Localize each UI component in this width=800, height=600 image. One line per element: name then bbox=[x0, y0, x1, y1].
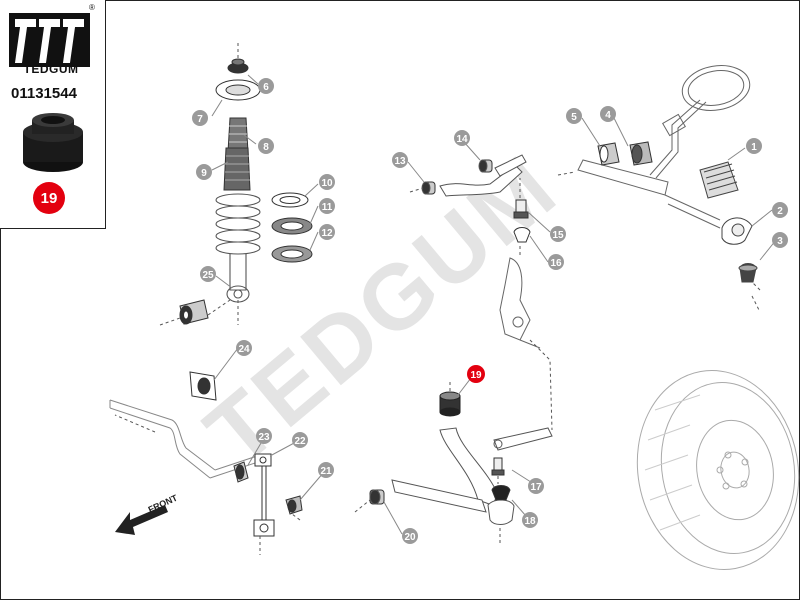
svg-text:8: 8 bbox=[263, 142, 269, 153]
callout-markers: 6 7 8 9 10 11 12 25 13 14 15 16 5 4 1 2 … bbox=[192, 78, 788, 544]
tedgum-logo-icon bbox=[9, 13, 90, 67]
strut-bearings bbox=[271, 192, 313, 263]
callout-11: 11 bbox=[319, 198, 335, 214]
registered-mark: ® bbox=[89, 3, 95, 12]
part-number: 01131544 bbox=[11, 85, 77, 102]
bushing-product-image bbox=[23, 113, 83, 172]
position-badge: 19 bbox=[33, 182, 65, 214]
svg-text:11: 11 bbox=[322, 202, 333, 213]
part-info-panel: ® TEDGUM 01131544 19 bbox=[0, 0, 106, 229]
callout-14: 14 bbox=[454, 130, 470, 146]
callout-19-highlight: 19 bbox=[467, 365, 485, 383]
svg-text:7: 7 bbox=[197, 114, 203, 125]
svg-text:2: 2 bbox=[777, 206, 783, 217]
upper-ball-joint bbox=[513, 199, 531, 243]
callout-4: 4 bbox=[600, 106, 616, 122]
strut-bushing-25 bbox=[179, 299, 209, 325]
svg-text:23: 23 bbox=[258, 432, 270, 443]
svg-text:21: 21 bbox=[320, 466, 332, 477]
svg-text:12: 12 bbox=[321, 228, 333, 239]
callout-18: 18 bbox=[522, 512, 538, 528]
callout-5: 5 bbox=[566, 108, 582, 124]
callout-10: 10 bbox=[319, 174, 335, 190]
svg-text:24: 24 bbox=[238, 344, 250, 355]
svg-text:3: 3 bbox=[777, 236, 783, 247]
callout-9: 9 bbox=[196, 164, 212, 180]
sway-bar-bushings bbox=[597, 141, 653, 166]
svg-text:17: 17 bbox=[530, 482, 542, 493]
svg-text:10: 10 bbox=[321, 178, 333, 189]
lower-ball-joint bbox=[491, 457, 511, 501]
part-19-bushing bbox=[439, 391, 461, 417]
steering-knuckle bbox=[499, 257, 541, 349]
brand-name: TEDGUM bbox=[23, 62, 79, 76]
callout-leaders bbox=[211, 74, 777, 535]
callout-7: 7 bbox=[192, 110, 208, 126]
svg-text:18: 18 bbox=[524, 516, 536, 527]
upper-control-arm bbox=[421, 154, 527, 197]
coil-spring bbox=[215, 193, 261, 303]
leader-lines bbox=[114, 40, 761, 555]
callout-16: 16 bbox=[548, 254, 564, 270]
drop-link bbox=[233, 453, 303, 537]
svg-text:13: 13 bbox=[394, 156, 406, 167]
svg-text:4: 4 bbox=[605, 110, 611, 121]
svg-text:14: 14 bbox=[456, 134, 468, 145]
svg-text:20: 20 bbox=[404, 532, 416, 543]
callout-8: 8 bbox=[258, 138, 274, 154]
svg-text:15: 15 bbox=[552, 230, 564, 241]
svg-text:1: 1 bbox=[751, 142, 757, 153]
callout-20: 20 bbox=[402, 528, 418, 544]
lower-control-arm bbox=[369, 427, 553, 525]
callout-21: 21 bbox=[318, 462, 334, 478]
tie-rod-parts bbox=[699, 161, 758, 283]
steering-column bbox=[577, 65, 751, 229]
svg-text:16: 16 bbox=[550, 258, 562, 269]
svg-text:5: 5 bbox=[571, 112, 577, 123]
callout-17: 17 bbox=[528, 478, 544, 494]
front-arrow: FRONT bbox=[115, 492, 179, 535]
svg-text:19: 19 bbox=[470, 370, 482, 381]
sway-bar-mount-24 bbox=[189, 371, 217, 401]
svg-text:6: 6 bbox=[263, 82, 269, 93]
callout-12: 12 bbox=[319, 224, 335, 240]
callout-15: 15 bbox=[550, 226, 566, 242]
strut-top-mount bbox=[215, 58, 261, 191]
callout-1: 1 bbox=[746, 138, 762, 154]
svg-text:9: 9 bbox=[201, 168, 207, 179]
svg-text:22: 22 bbox=[294, 436, 306, 447]
callout-23: 23 bbox=[256, 428, 272, 444]
callout-3: 3 bbox=[772, 232, 788, 248]
callout-13: 13 bbox=[392, 152, 408, 168]
svg-text:25: 25 bbox=[202, 270, 214, 281]
callout-25: 25 bbox=[200, 266, 216, 282]
callout-6: 6 bbox=[258, 78, 274, 94]
wheel-tire bbox=[636, 370, 800, 570]
callout-22: 22 bbox=[292, 432, 308, 448]
callout-2: 2 bbox=[772, 202, 788, 218]
callout-24: 24 bbox=[236, 340, 252, 356]
